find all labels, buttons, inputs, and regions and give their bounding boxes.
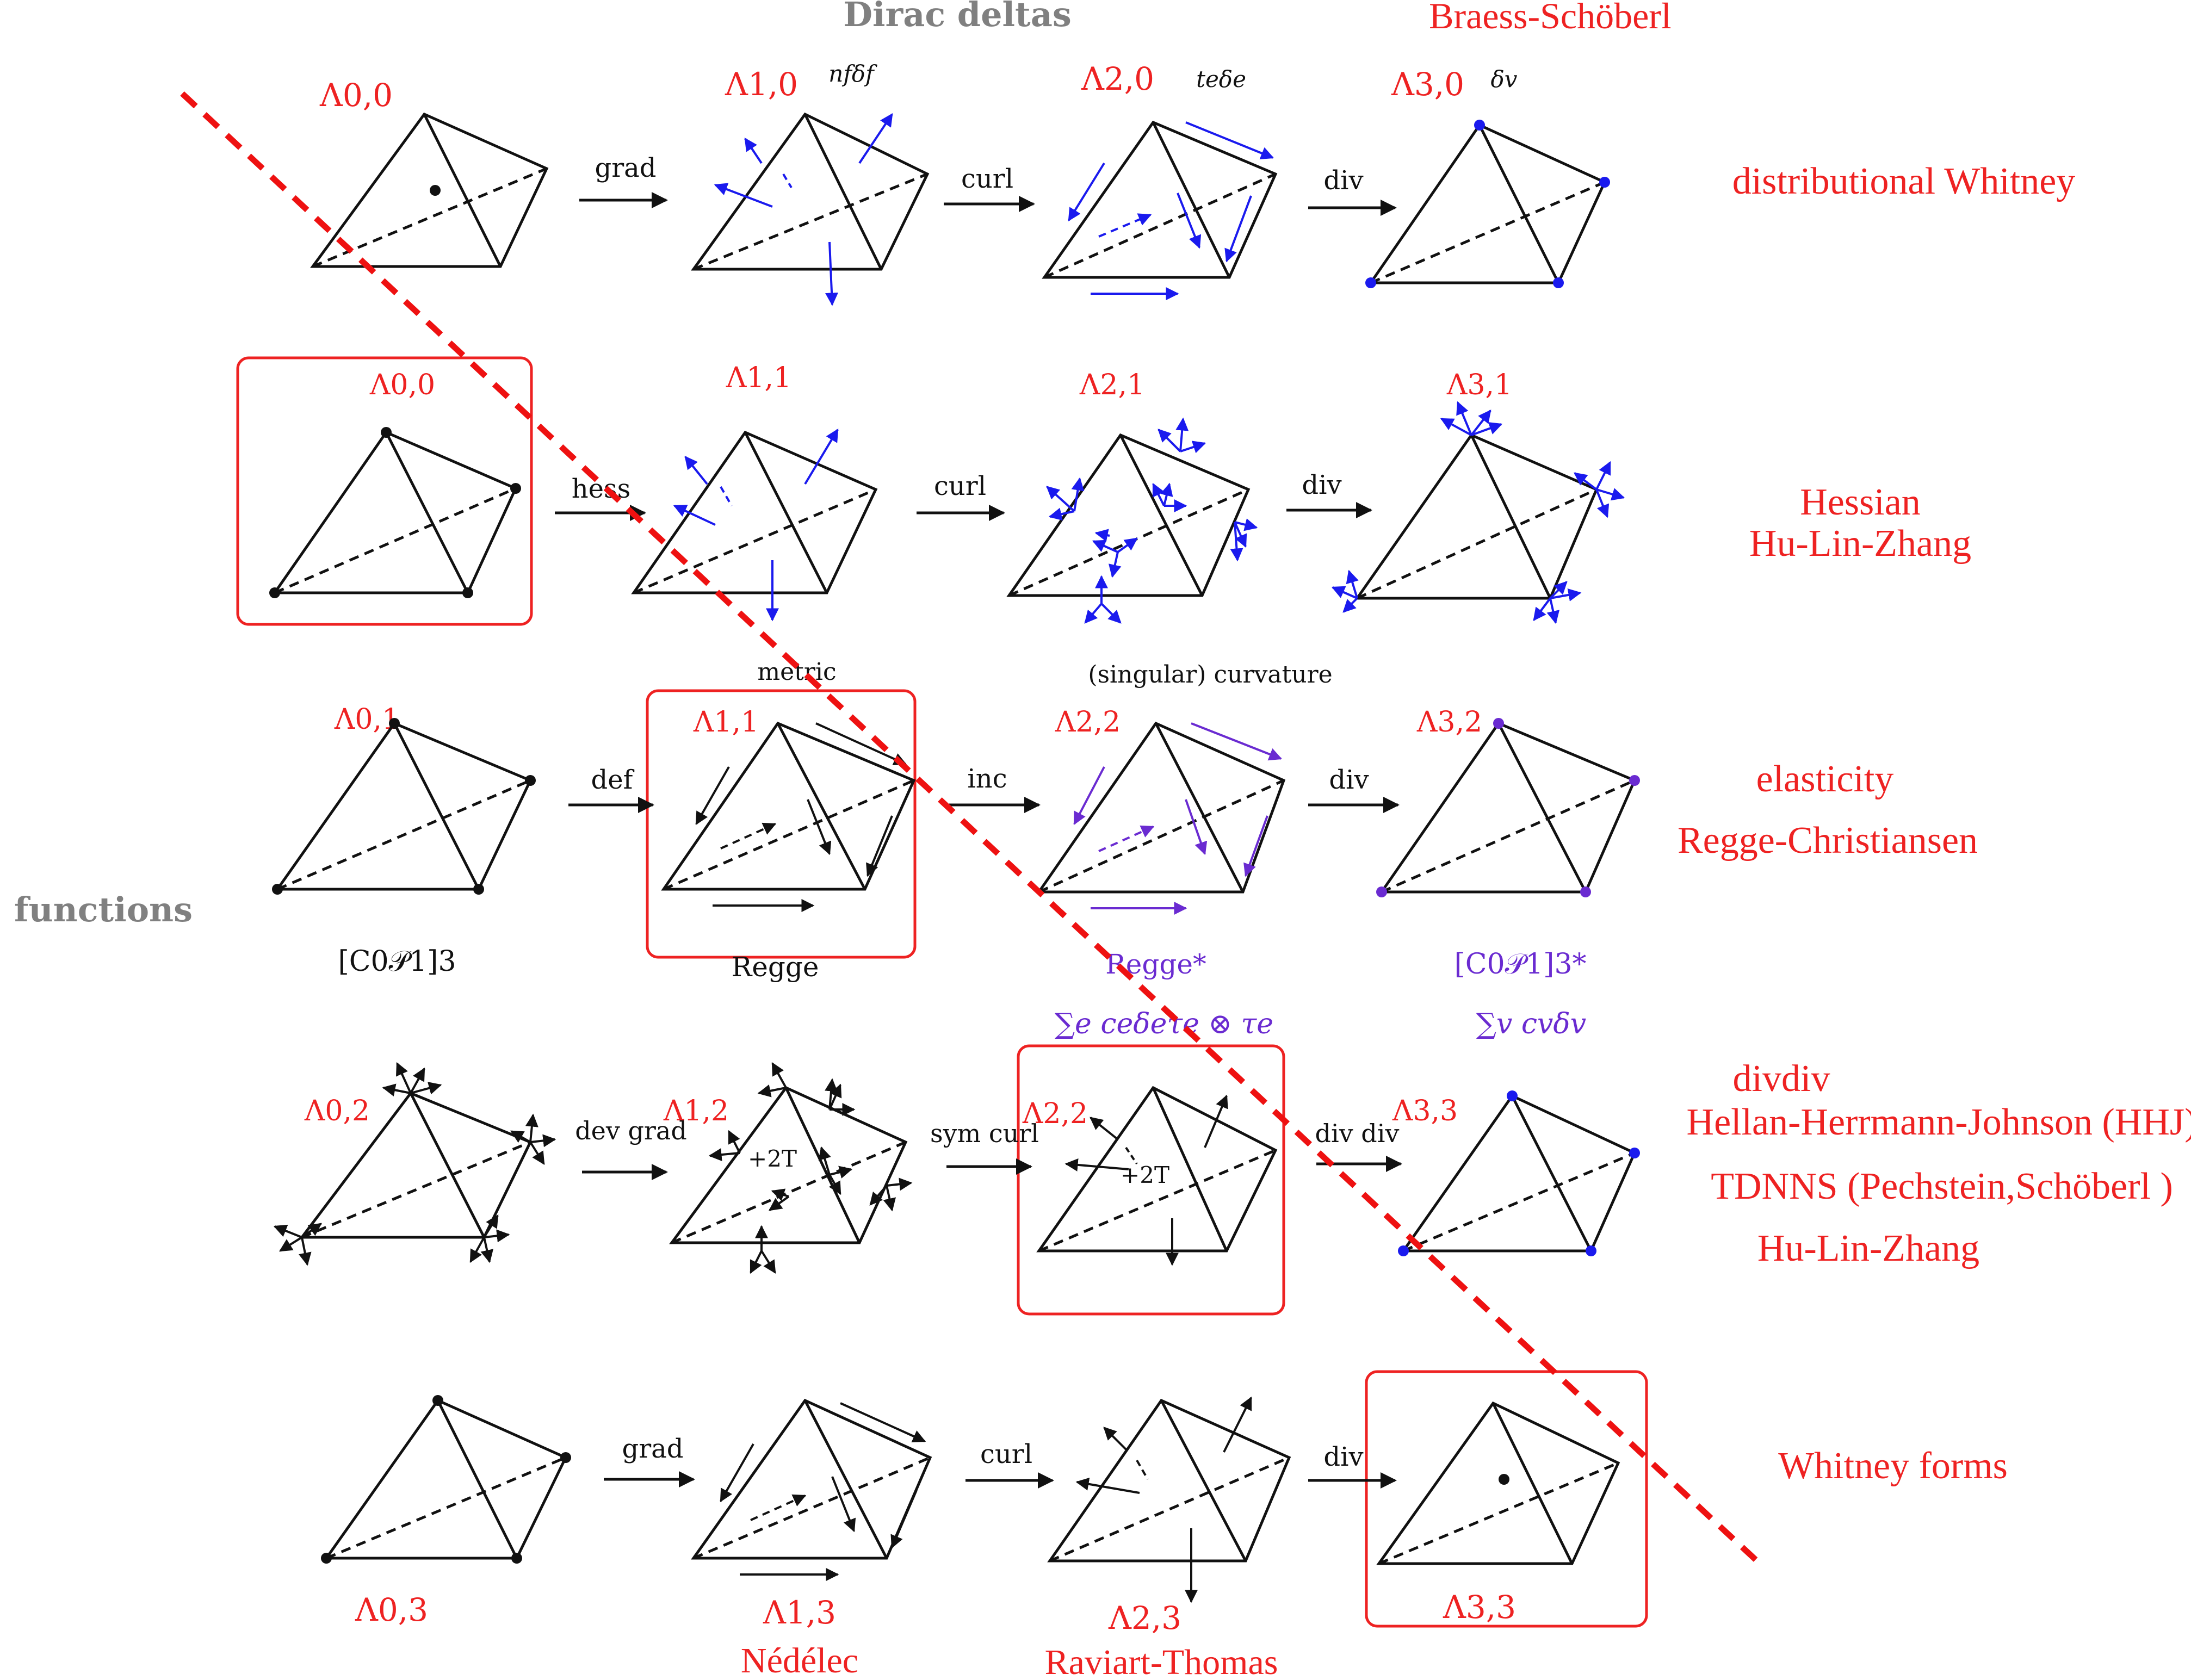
tetra-r1-0	[269, 427, 521, 598]
tetra-r1-2	[1006, 417, 1258, 624]
bottom-note-c0p1: [C0𝒫1]3	[338, 945, 456, 978]
op-label-r0-2: div	[1323, 165, 1363, 196]
row-label-regge-christiansen: Regge-Christiansen	[1678, 820, 1978, 861]
tetra-r4-2	[1047, 1396, 1291, 1603]
op-label-r4-0: grad	[622, 1434, 683, 1464]
header-braess: Braess-Schöberl	[1429, 0, 1672, 36]
space-label-r3-2: Λ2,2	[1022, 1098, 1088, 1130]
space-label-r2-2: Λ2,2	[1055, 706, 1121, 739]
tetra-r4-3	[1376, 1401, 1620, 1565]
space-note-r0-3: δv	[1490, 66, 1517, 92]
tetra-r1-1	[631, 428, 878, 622]
tetra-r2-2	[1036, 721, 1286, 915]
bottom-note-nedelec: Nédélec	[741, 1641, 858, 1680]
row-label-divdiv: divdiv	[1733, 1058, 1830, 1100]
row-label-elasticity: elasticity	[1756, 758, 1894, 800]
space-label-r3-0: Λ0,2	[304, 1095, 370, 1127]
space-note-r0-1: nfδf	[828, 60, 877, 87]
row-label-hu-lin-zhang-2: Hu-Lin-Zhang	[1757, 1228, 1979, 1269]
space-label-r0-3: Λ3,0	[1391, 66, 1464, 103]
op-label-r1-1: curl	[934, 471, 986, 501]
diagonal-dashed-separator	[180, 91, 1759, 1564]
space-note-r0-2: teδe	[1196, 66, 1246, 92]
tetra-r1-3	[1331, 401, 1625, 624]
row-label-hessian: Hessian	[1800, 481, 1921, 523]
op-label-r1-2: div	[1302, 470, 1341, 500]
space-label-r4-2: Λ2,3	[1108, 1600, 1181, 1636]
space-label-r2-1: Λ1,1	[693, 706, 759, 739]
space-label-r1-1: Λ1,1	[726, 362, 791, 394]
tetra-r2-1	[661, 721, 916, 912]
row-label-hhj: Hellan-Herrmann-Johnson (HHJ)	[1687, 1101, 2191, 1143]
tetra-r2-3	[1376, 718, 1640, 897]
tetra-r4-1	[691, 1398, 932, 1581]
row-label-hu-lin-zhang-1: Hu-Lin-Zhang	[1749, 523, 1971, 565]
op-label-r3-2: div div	[1315, 1119, 1400, 1148]
tetra-r0-1	[691, 112, 930, 306]
space-label-r2-3: Λ3,2	[1416, 706, 1482, 739]
tetra-r3-2: +2T	[1036, 1086, 1278, 1266]
space-label-r4-3: Λ3,3	[1443, 1589, 1516, 1626]
inner-note-r3-2: +2T	[1121, 1162, 1169, 1188]
bottom-note-c0p1-star: [C0𝒫1]3*	[1454, 948, 1586, 981]
tetra-r3-3	[1398, 1090, 1640, 1256]
op-label-r1-0: hess	[572, 474, 631, 504]
inner-note-r3-1: +2T	[748, 1145, 797, 1172]
op-label-r4-2: div	[1323, 1442, 1363, 1472]
op-label-r3-0: dev grad	[575, 1116, 687, 1145]
bottom-note-regge-star: Regge*	[1105, 949, 1206, 980]
row-label-whitney-forms: Whitney forms	[1778, 1445, 2008, 1487]
tetra-r0-3	[1365, 120, 1610, 288]
tetra-r4-0	[321, 1395, 571, 1564]
sum-note-edges: ∑e ceδeτe ⊗ τe	[1055, 1008, 1273, 1040]
tetra-r3-0	[273, 1062, 556, 1266]
header-dirac: Dirac deltas	[843, 0, 1072, 34]
op-label-r4-1: curl	[980, 1439, 1032, 1470]
space-label-r1-2: Λ2,1	[1079, 369, 1145, 401]
op-label-r3-1: sym curl	[930, 1119, 1039, 1148]
op-label-r0-1: curl	[961, 164, 1013, 194]
tetra-r3-1: +2T	[669, 1062, 913, 1274]
highlight-box-r2-1	[646, 689, 917, 959]
highlight-box-r1-0	[236, 356, 533, 626]
space-label-r0-1: Λ1,0	[725, 66, 798, 103]
space-label-r0-2: Λ2,0	[1081, 60, 1154, 97]
row-label-tdnns: TDNNS (Pechstein,Schöberl )	[1711, 1166, 2173, 1207]
space-label-r4-1: Λ1,3	[763, 1594, 836, 1631]
op-label-r2-2: div	[1329, 765, 1369, 795]
op-label-r0-0: grad	[595, 153, 656, 183]
tetra-r0-0	[310, 112, 549, 268]
op-label-r2-1: inc	[967, 764, 1007, 794]
bottom-note-regge: Regge	[732, 951, 819, 983]
space-label-r1-0: Λ0,0	[369, 369, 435, 401]
op-label-r2-0: def	[591, 765, 635, 795]
row-label-distributional-whitney: distributional Whitney	[1732, 160, 2076, 202]
tetra-r2-0	[272, 718, 536, 895]
space-label-r4-0: Λ0,3	[355, 1591, 428, 1628]
highlight-box-r3-2	[1017, 1044, 1285, 1316]
space-label-r3-3: Λ3,3	[1392, 1095, 1458, 1127]
bottom-note-raviart-thomas: Raviart-Thomas	[1045, 1642, 1278, 1680]
space-label-r3-1: Λ1,2	[663, 1095, 729, 1127]
tetra-r0-2	[1042, 120, 1278, 300]
space-label-r0-0: Λ0,0	[319, 77, 393, 114]
highlight-box-r4-3	[1365, 1370, 1648, 1628]
space-label-r1-3: Λ3,1	[1446, 369, 1512, 401]
header-functions: functions	[14, 890, 193, 929]
sum-note-vertices: ∑v cvδv	[1476, 1008, 1586, 1040]
top-note-curvature: (singular) curvature	[1088, 661, 1332, 689]
